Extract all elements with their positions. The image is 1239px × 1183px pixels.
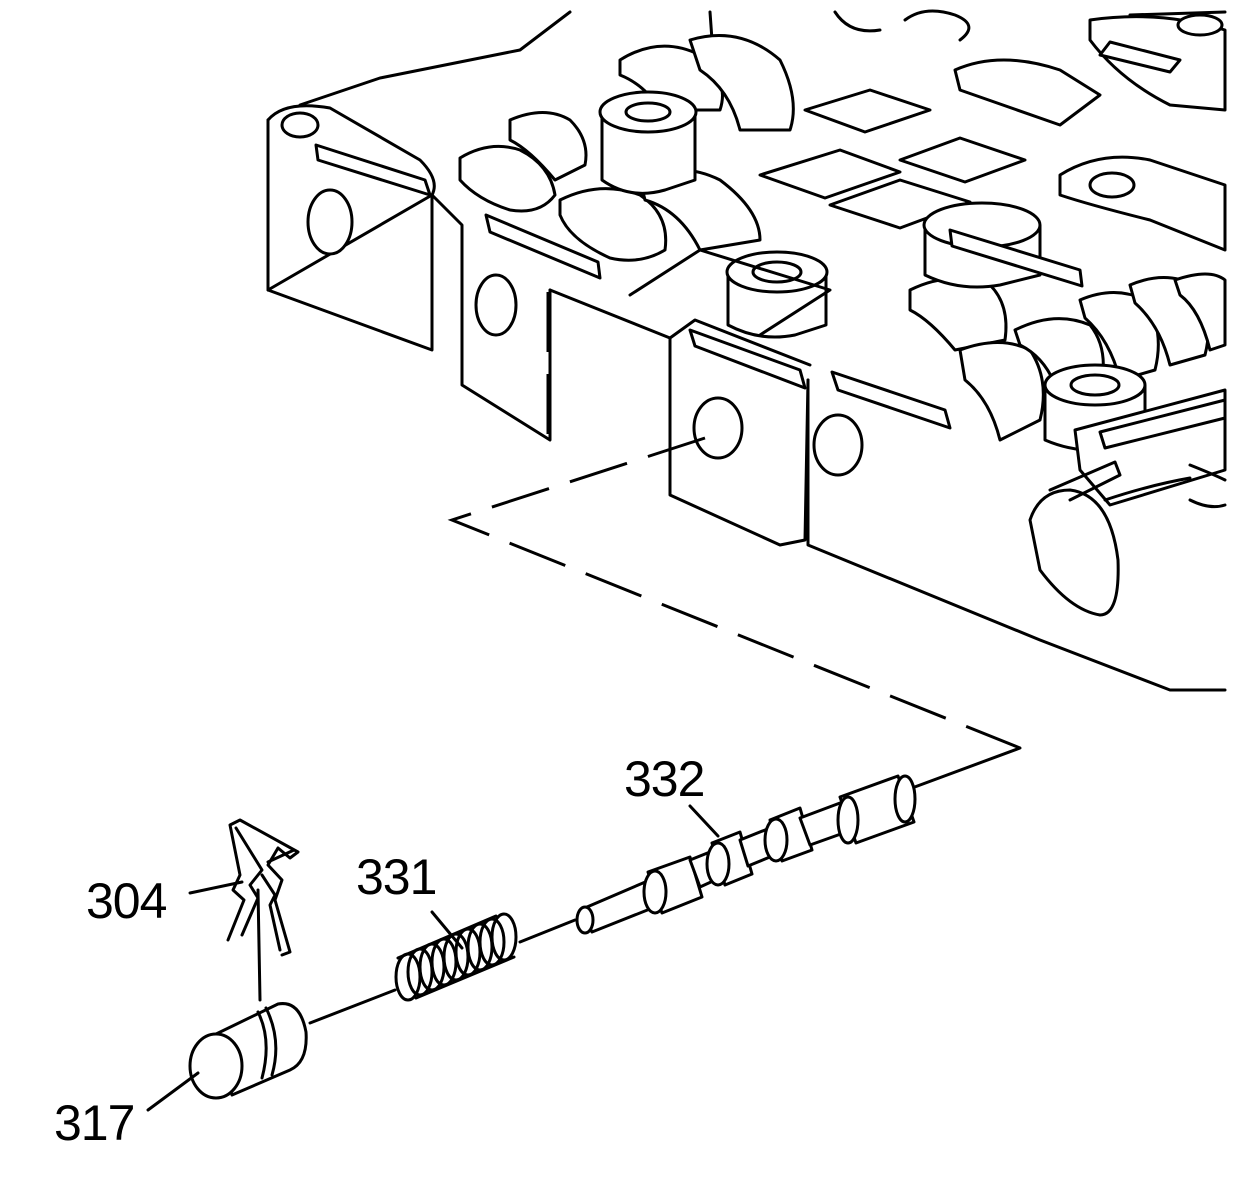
centerline — [447, 436, 1021, 750]
clip-part-304 — [226, 818, 300, 1002]
bore-hole-4 — [812, 413, 864, 477]
callout-leaders — [146, 804, 720, 1112]
bore-hole-1 — [306, 188, 354, 256]
callout-317: 317 — [54, 1095, 135, 1151]
leader-304 — [188, 880, 244, 895]
leader-317 — [146, 1071, 200, 1112]
valve-part-332 — [575, 774, 917, 935]
bolt-hole — [280, 111, 320, 139]
leader-331 — [430, 910, 464, 950]
callout-304: 304 — [86, 873, 167, 929]
callout-331: 331 — [356, 849, 437, 905]
plug-part-317 — [188, 1002, 308, 1100]
leader-332 — [688, 804, 720, 838]
valve-body — [266, 9, 1227, 692]
callout-332: 332 — [624, 751, 705, 807]
bore-hole-target — [692, 396, 744, 460]
bore-hole-2 — [474, 273, 518, 337]
spring-part-331 — [394, 912, 518, 1002]
